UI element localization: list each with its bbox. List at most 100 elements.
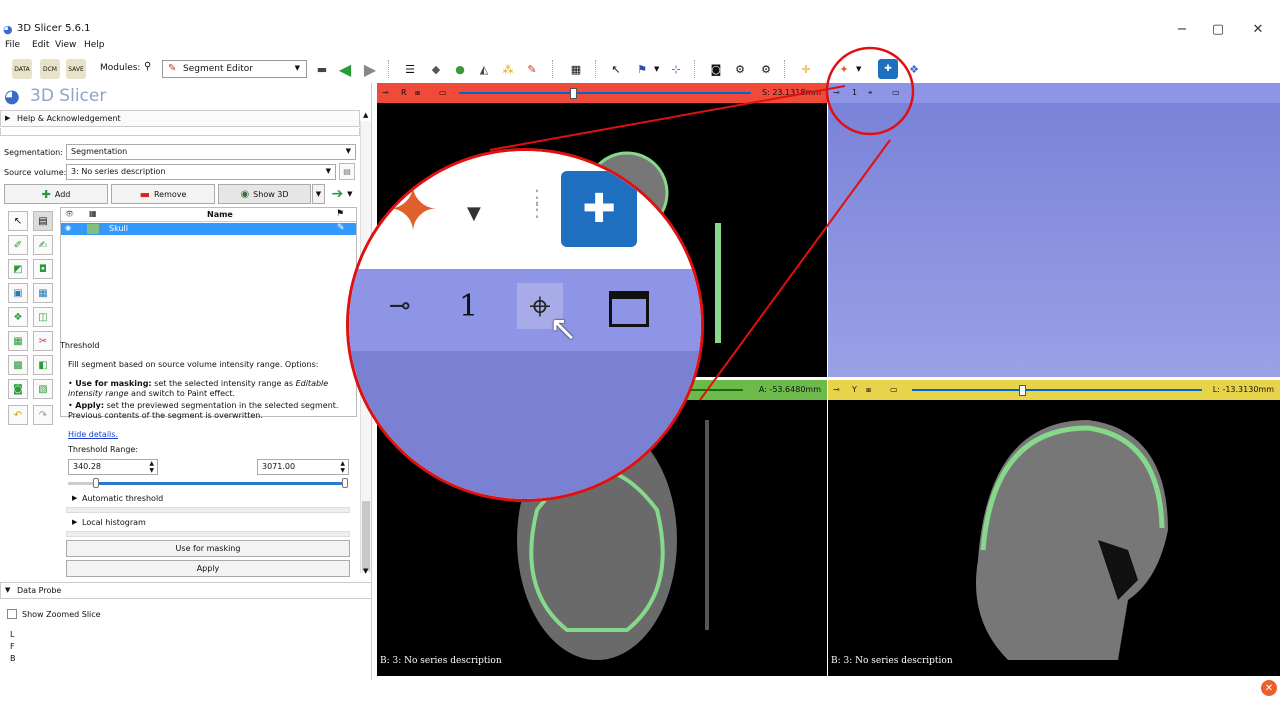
back-button[interactable]: ◀ <box>335 59 355 79</box>
apply-button[interactable]: Apply <box>66 560 350 577</box>
undo-button[interactable]: ↶ <box>8 405 28 425</box>
mouse-mode-button[interactable]: ✦ <box>834 59 854 79</box>
pointer-mode-button[interactable]: ↖ <box>606 59 626 79</box>
effect-hollow-button[interactable]: ◙ <box>8 379 28 399</box>
effect-mask-button[interactable]: ◧ <box>33 355 53 375</box>
effect-islands-button[interactable]: ❖ <box>8 307 28 327</box>
effect-none-button[interactable]: ↖ <box>8 211 28 231</box>
maximize-button[interactable]: ▢ <box>1211 22 1225 37</box>
scroll-down-button[interactable]: ▼ <box>363 567 369 575</box>
segmentation-selector[interactable]: Segmentation ▼ <box>66 144 356 160</box>
effect-erase-button[interactable]: ◩ <box>8 259 28 279</box>
close-button[interactable]: ✕ <box>1252 22 1264 37</box>
toolbar-separator <box>694 60 695 78</box>
local-histogram-section[interactable]: ▶ Local histogram <box>66 516 350 530</box>
python-console-button[interactable]: ❖ <box>904 59 924 79</box>
maximize-view-icon[interactable]: ▭ <box>439 88 447 97</box>
maximize-view-icon[interactable]: ▭ <box>892 88 900 97</box>
scroll-up-button[interactable]: ▲ <box>363 111 369 119</box>
view-settings-button[interactable]: ⚙ <box>756 59 776 79</box>
show-3d-button[interactable]: ◉ Show 3D <box>218 184 311 204</box>
module-selector[interactable]: ✎ Segment Editor ▼ <box>162 60 307 78</box>
pin-icon[interactable]: ⊸ <box>833 385 840 394</box>
crosshair-button[interactable]: ⊹ <box>666 59 686 79</box>
threshold-icon: ▤ <box>38 215 48 227</box>
data-probe-header[interactable]: ▼ Data Probe <box>0 582 372 599</box>
eye-icon[interactable]: ◉ <box>65 224 72 232</box>
scrollbar-thumb[interactable] <box>362 501 370 571</box>
effect-margin-button[interactable]: ▦ <box>33 283 53 303</box>
center-view-icon[interactable]: ⌖ <box>868 88 873 97</box>
effect-fill-button[interactable]: ▧ <box>33 379 53 399</box>
pin-icon[interactable]: ⊸ <box>833 88 840 97</box>
threshold-max-handle[interactable] <box>342 478 348 488</box>
effect-logical-button[interactable]: ▩ <box>8 355 28 375</box>
menu-bar: File Edit View Help <box>0 40 1280 54</box>
yellow-slice-slider[interactable] <box>912 385 1202 396</box>
segment-editor-module-button[interactable]: ✎ <box>522 59 542 79</box>
forward-button[interactable]: ▶ <box>360 59 380 79</box>
show-zoomed-checkbox[interactable] <box>7 609 17 619</box>
extensions-button[interactable]: ⚙ <box>730 59 750 79</box>
grid-icon: ▦ <box>13 335 23 347</box>
transforms-module-button[interactable]: ◭ <box>474 59 494 79</box>
threshold-max-spinbox[interactable]: 3071.00 ▲▼ <box>257 459 349 475</box>
data-module-button[interactable]: ☰ <box>400 59 420 79</box>
redo-button[interactable]: ↷ <box>33 405 53 425</box>
red-slice-slider[interactable] <box>459 88 751 99</box>
margin-icon: ▦ <box>38 287 48 299</box>
slice-options-icon[interactable]: ⧆ <box>866 385 872 394</box>
effect-level-tracing-button[interactable]: ◘ <box>33 259 53 279</box>
minimize-button[interactable]: − <box>1176 22 1188 37</box>
remove-segment-button[interactable]: ▬ Remove <box>111 184 215 204</box>
save-button[interactable]: SAVE <box>66 59 86 79</box>
yellow-slice-slider-handle[interactable] <box>1019 385 1027 396</box>
hide-details-link[interactable]: Hide details. <box>68 430 118 439</box>
load-dicom-button[interactable]: DCM <box>40 59 60 79</box>
markups-module-button[interactable]: ⁂ <box>498 59 518 79</box>
help-section-header[interactable]: ▶ Help & Acknowledgement <box>0 110 360 127</box>
models-module-button[interactable]: ● <box>450 59 470 79</box>
maximize-view-icon[interactable]: ▭ <box>890 385 898 394</box>
sagittal-slice-image <box>976 420 1168 660</box>
slice-options-icon[interactable]: ⧆ <box>415 88 421 97</box>
toolbar-separator <box>388 60 389 78</box>
pin-icon[interactable]: ⊸ <box>382 88 389 97</box>
error-log-icon[interactable]: ✕ <box>1261 680 1277 696</box>
layout-button[interactable]: ▦ <box>566 59 586 79</box>
effect-scissors-button[interactable]: ✂ <box>33 331 53 351</box>
menu-view[interactable]: View <box>55 40 77 50</box>
extension-manager-button[interactable]: ✚ <box>878 59 898 79</box>
effect-draw-button[interactable]: ✍ <box>33 235 53 255</box>
effect-scissors-grid-button[interactable]: ▦ <box>8 331 28 351</box>
yellow-slice-view[interactable]: ⊸ Y ⧆ ▭ L: -13.3130mm B: 3: No series de… <box>828 380 1280 676</box>
effect-threshold-button[interactable]: ▤ <box>33 211 53 231</box>
module-history-button[interactable]: ▬ <box>312 59 332 79</box>
screenshot-button[interactable]: ◙ <box>706 59 726 79</box>
chevron-down-icon[interactable]: ▼ <box>856 65 862 73</box>
menu-help[interactable]: Help <box>84 40 105 50</box>
module-search-icon[interactable]: ⚲ <box>144 61 152 72</box>
red-slice-slider-handle[interactable] <box>569 88 577 99</box>
threshold-min-spinbox[interactable]: 340.28 ▲▼ <box>68 459 158 475</box>
chevron-down-icon[interactable]: ▼ <box>654 65 660 73</box>
table-row[interactable]: ◉ Skull ✎ <box>61 223 356 235</box>
menu-file[interactable]: File <box>5 40 21 50</box>
add-segment-button[interactable]: ✚ Add <box>4 184 108 204</box>
segment-color-swatch[interactable] <box>87 224 99 234</box>
threshold-range-slider[interactable] <box>68 478 348 488</box>
source-volume-selector[interactable]: 3: No series description ▼ <box>66 164 336 180</box>
use-for-masking-button[interactable]: Use for masking <box>66 540 350 557</box>
effect-grow-button[interactable]: ▣ <box>8 283 28 303</box>
threshold-min-handle[interactable] <box>93 478 99 488</box>
crosshair-toggle-button[interactable]: ✛ <box>796 59 816 79</box>
effect-smoothing-button[interactable]: ◫ <box>33 307 53 327</box>
effect-paint-button[interactable]: ✐ <box>8 235 28 255</box>
volumes-module-button[interactable]: ◆ <box>426 59 446 79</box>
menu-edit[interactable]: Edit <box>32 40 50 50</box>
automatic-threshold-section[interactable]: ▶ Automatic threshold <box>66 492 350 506</box>
load-data-button[interactable]: DATA <box>12 59 32 79</box>
place-fiducial-button[interactable]: ⚑ <box>632 59 652 79</box>
threed-view[interactable]: ⊸ 1 ⌖ ▭ <box>828 83 1280 377</box>
show-3d-options-button[interactable]: ▼ <box>312 184 325 204</box>
